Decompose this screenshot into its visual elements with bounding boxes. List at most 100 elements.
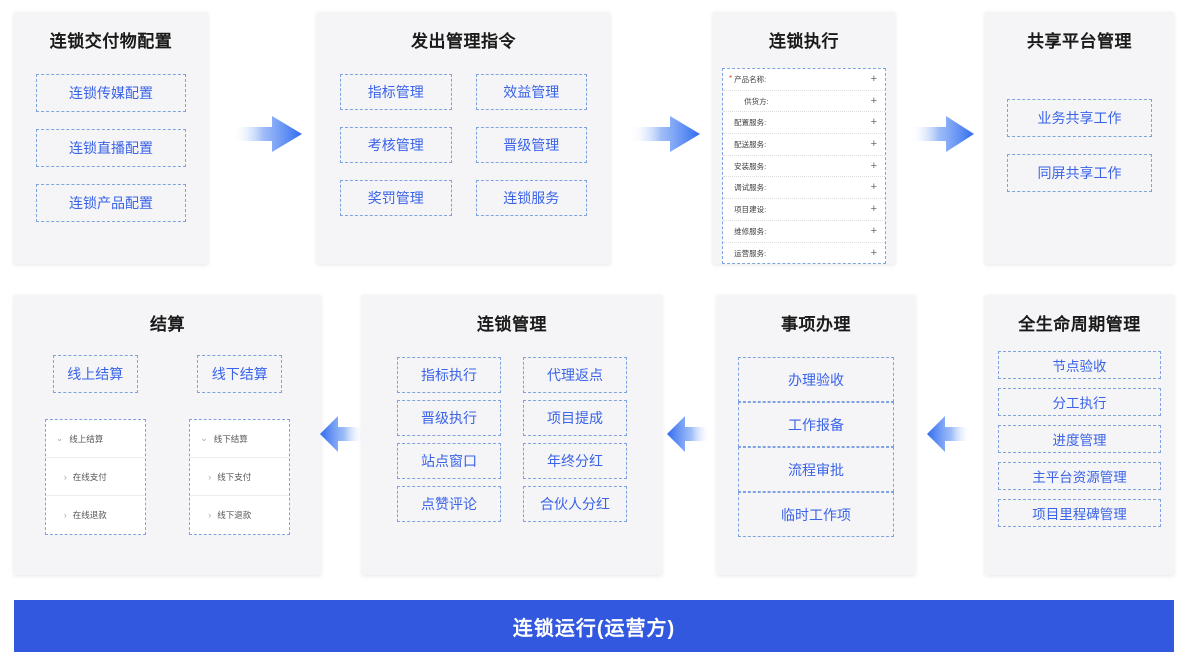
tree-root-label: 线下结算: [213, 433, 248, 444]
arrow-left-icon: [665, 410, 713, 458]
chevron-right-icon[interactable]: ›: [208, 510, 212, 520]
item-process-approval[interactable]: 流程审批: [738, 447, 894, 492]
plus-icon[interactable]: +: [870, 246, 877, 259]
form-row[interactable]: * 产品名称: +: [723, 69, 885, 91]
plus-icon[interactable]: +: [870, 181, 877, 194]
plus-icon[interactable]: +: [870, 159, 877, 172]
item-handling-acceptance[interactable]: 办理验收: [738, 357, 894, 402]
item-reward-penalty-management[interactable]: 奖罚管理: [340, 180, 452, 216]
card-chain-management: 连锁管理 指标执行 代理返点 晋级执行 项目提成 站点窗口 年终分红 点赞评论 …: [362, 295, 662, 575]
item-assessment-management[interactable]: 考核管理: [340, 127, 452, 163]
plus-icon[interactable]: +: [870, 72, 877, 85]
chevron-right-icon[interactable]: ›: [208, 471, 212, 482]
card-title: 连锁管理: [477, 315, 547, 334]
form-row[interactable]: * 运营服务: +: [723, 243, 885, 264]
item-promotion-execution[interactable]: 晋级执行: [397, 400, 501, 436]
tree-root-row[interactable]: ⌄ 线下结算: [190, 420, 290, 458]
card-title: 事项办理: [781, 315, 851, 334]
form-row[interactable]: * 供货方: +: [723, 91, 885, 113]
online-settlement-tree: ⌄ 线上结算 › 在线支付 › 在线退款: [44, 419, 146, 535]
tree-child-row[interactable]: › 在线支付: [45, 458, 145, 496]
item-node-acceptance[interactable]: 节点验收: [998, 351, 1161, 379]
tree-child-label: 线下退款: [217, 510, 252, 520]
form-row-label: 产品名称:: [734, 74, 767, 84]
chevron-right-icon[interactable]: ›: [63, 510, 67, 520]
settlement-offline-column: 线下结算 ⌄ 线下结算 › 线下支付 › 线下退款: [179, 355, 302, 535]
form-row[interactable]: * 项目建设: +: [723, 199, 885, 221]
item-project-commission[interactable]: 项目提成: [523, 400, 627, 436]
arrow-right-icon: [630, 112, 702, 156]
card-title: 连锁执行: [769, 32, 839, 51]
chevron-right-icon[interactable]: ›: [63, 471, 67, 482]
item-screen-sharing-work[interactable]: 同屏共享工作: [1007, 154, 1152, 192]
plus-icon[interactable]: +: [870, 202, 877, 215]
item-promotion-management[interactable]: 晋级管理: [475, 127, 587, 163]
item-temporary-work[interactable]: 临时工作项: [738, 492, 894, 537]
card-title: 发出管理指令: [411, 32, 516, 51]
form-row-label: 配置服务:: [734, 118, 767, 128]
offline-settlement-tree: ⌄ 线下结算 › 线下支付 › 线下退款: [189, 419, 291, 535]
form-row[interactable]: * 调试服务: +: [723, 177, 885, 200]
item-benefit-management[interactable]: 效益管理: [475, 74, 587, 110]
chevron-down-icon[interactable]: ⌄: [200, 433, 208, 443]
item-indicator-management[interactable]: 指标管理: [340, 74, 452, 110]
plus-icon[interactable]: +: [870, 94, 877, 107]
form-row-label: 供货方:: [744, 96, 769, 106]
item-agent-rebate[interactable]: 代理返点: [523, 357, 627, 393]
item-main-platform-resource-management[interactable]: 主平台资源管理: [998, 462, 1161, 490]
settlement-online-column: 线上结算 ⌄ 线上结算 › 在线支付 › 在线退款: [34, 355, 157, 535]
item-chain-media-config[interactable]: 连锁传媒配置: [36, 74, 186, 112]
item-offline-settlement[interactable]: 线下结算: [197, 355, 283, 393]
arrow-left-icon: [925, 410, 973, 458]
required-asterisk: *: [729, 74, 733, 84]
footer-banner: 连锁运行(运营方): [14, 600, 1174, 652]
tree-child-label: 在线支付: [72, 471, 107, 482]
item-chain-live-config[interactable]: 连锁直播配置: [36, 129, 186, 167]
card-issue-management-order: 发出管理指令 指标管理 效益管理 考核管理 晋级管理 奖罚管理 连锁服务: [317, 12, 610, 264]
card-item-grid: 指标执行 代理返点 晋级执行 项目提成 站点窗口 年终分红 点赞评论 合伙人分红: [362, 357, 662, 522]
item-work-filing[interactable]: 工作报备: [738, 402, 894, 447]
arrow-right-icon: [232, 112, 304, 156]
form-row-label: 维修服务:: [734, 226, 767, 236]
card-matter-handling: 事项办理 办理验收 工作报备 流程审批 临时工作项: [717, 295, 915, 575]
card-item-list: 连锁传媒配置 连锁直播配置 连锁产品配置: [14, 74, 208, 222]
item-online-settlement[interactable]: 线上结算: [52, 355, 138, 393]
form-row[interactable]: * 安装服务: +: [723, 156, 885, 178]
card-title: 全生命周期管理: [1018, 315, 1141, 334]
card-item-list: 业务共享工作 同屏共享工作: [985, 99, 1174, 192]
item-chain-product-config[interactable]: 连锁产品配置: [36, 184, 186, 222]
tree-child-row[interactable]: › 线下退款: [190, 496, 289, 534]
card-title: 共享平台管理: [1027, 32, 1132, 51]
item-chain-service[interactable]: 连锁服务: [475, 180, 587, 216]
plus-icon[interactable]: +: [870, 137, 877, 150]
item-year-end-dividend[interactable]: 年终分红: [523, 443, 627, 479]
card-settlement: 结算 线上结算 ⌄ 线上结算 › 在线支付 › 在线退款: [14, 295, 321, 575]
arrow-right-icon: [910, 112, 976, 156]
tree-root-row[interactable]: ⌄ 线上结算: [45, 420, 145, 458]
item-business-sharing-work[interactable]: 业务共享工作: [1007, 99, 1152, 137]
tree-child-row[interactable]: › 在线退款: [46, 496, 145, 534]
settlement-columns: 线上结算 ⌄ 线上结算 › 在线支付 › 在线退款: [14, 355, 321, 535]
item-like-comment[interactable]: 点赞评论: [397, 486, 501, 522]
item-division-execution[interactable]: 分工执行: [998, 388, 1161, 416]
item-partner-dividend[interactable]: 合伙人分红: [523, 486, 627, 522]
plus-icon[interactable]: +: [870, 116, 877, 129]
card-title: 结算: [150, 315, 185, 334]
plus-icon[interactable]: +: [870, 224, 877, 237]
item-site-window[interactable]: 站点窗口: [397, 443, 501, 479]
form-row[interactable]: * 配送服务: +: [723, 134, 885, 156]
card-chain-execution: 连锁执行 * 产品名称: + * 供货方: + * 配置服务: + * 配送服务…: [713, 12, 895, 264]
item-project-milestone-management[interactable]: 项目里程碑管理: [998, 499, 1161, 527]
form-row[interactable]: * 配置服务: +: [723, 112, 885, 135]
form-row[interactable]: * 维修服务: +: [723, 221, 885, 243]
tree-child-row[interactable]: › 线下支付: [190, 458, 290, 496]
chevron-down-icon[interactable]: ⌄: [55, 433, 64, 443]
card-title: 连锁交付物配置: [49, 32, 173, 51]
item-progress-management[interactable]: 进度管理: [998, 425, 1161, 453]
tree-root-label: 线上结算: [69, 433, 104, 444]
item-indicator-execution[interactable]: 指标执行: [397, 357, 501, 393]
card-item-grid: 指标管理 效益管理 考核管理 晋级管理 奖罚管理 连锁服务: [317, 74, 610, 216]
card-item-list: 办理验收 工作报备 流程审批 临时工作项: [717, 357, 915, 537]
card-chain-delivery-config: 连锁交付物配置 连锁传媒配置 连锁直播配置 连锁产品配置: [14, 12, 208, 264]
